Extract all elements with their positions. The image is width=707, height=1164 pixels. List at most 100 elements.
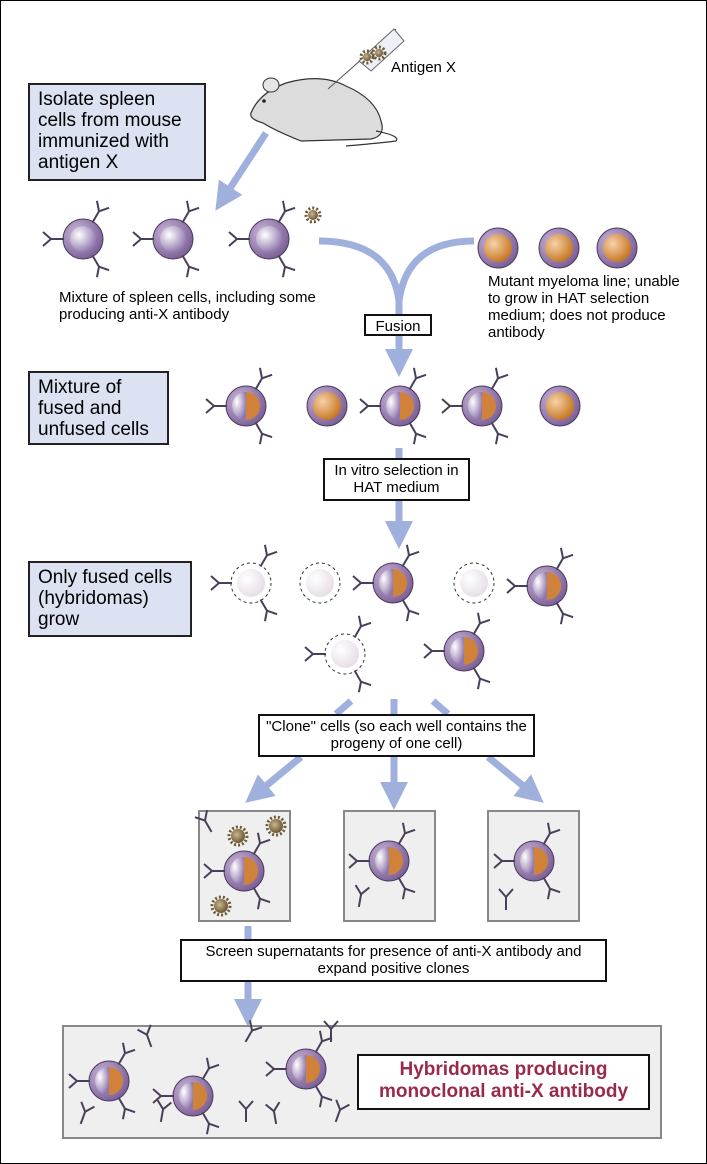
antibody [201,1111,220,1135]
antibody-stem [145,1034,153,1048]
antibody [353,669,372,693]
dead-cell-nucleus [331,640,359,668]
antibody-stem [201,1067,210,1081]
antibody [117,1042,136,1066]
antibody-arm [259,838,271,845]
fused-cell [493,822,561,900]
antibody-arm [258,367,263,379]
arrow-clone-right [485,754,544,803]
nucleus-myeloma-half [547,572,561,600]
dead-cell [210,544,278,622]
antibody [68,1073,90,1089]
antibody [408,421,427,445]
antibody-arm [263,544,268,556]
antibody-stem [259,598,268,612]
antibody-arm [318,1030,323,1042]
antibody-arm [348,853,358,862]
antibody [353,615,372,639]
antibody-arm [152,1095,162,1104]
antibody-arm [415,432,427,439]
fused-cell [348,822,416,900]
antibody-stem [159,1109,165,1123]
antibody-arm [498,888,507,898]
antigen-x-core [363,53,371,61]
nucleus-myeloma-half [193,1082,207,1110]
antibody-arm [549,887,561,894]
antigen-label: Antigen X [391,59,457,76]
antibody-stem [542,876,551,890]
antibody-arm [188,206,200,213]
antibody [277,200,296,224]
nucleus-spleen-half [375,847,389,875]
antibody [490,421,509,445]
antibody-stem [252,842,261,856]
arrow-stub [430,698,451,717]
antibody-arm [185,200,190,212]
antibody-arm [441,405,451,414]
antibody-arm [210,575,220,584]
dead-cell [453,562,495,604]
antibody-arm [42,231,52,240]
antibody [205,398,227,414]
cell-nucleus [484,234,512,262]
spleen-caption: Mixture of spleen cells, including some … [59,289,316,323]
antibody [201,1057,220,1081]
cell-nucleus [160,226,186,252]
antigen-x [265,815,287,837]
nucleus-spleen-half [292,1055,306,1083]
nucleus-myeloma-half [482,392,496,420]
myeloma-cell [477,227,519,269]
antigen-x-core [375,49,383,57]
antibody-arm [281,266,286,278]
antibody [323,1020,339,1042]
antibody-arm [348,860,358,869]
antibody-arm [185,266,190,278]
antibody-arm [284,206,296,213]
antibody [152,1088,174,1104]
nucleus-spleen-half [379,569,393,597]
antigen-x-core [269,819,283,833]
antibody-stem [244,1030,253,1043]
antibody [203,863,225,879]
antibody-arm [494,433,499,445]
antibody-arm [152,1088,162,1097]
antibody [91,254,110,278]
antibody-stem [204,820,213,833]
antibody-stem [79,1111,87,1125]
antibody-arm [204,809,209,821]
antibody [132,231,154,247]
antibody-arm [493,853,503,862]
antibody [401,544,420,568]
nucleus-myeloma-half [246,392,260,420]
antibody-arm [266,609,278,616]
antibody-arm [205,398,215,407]
dead-cell [299,562,341,604]
antibody-stem [272,1111,278,1125]
antibody [210,575,232,591]
antibody [91,200,110,224]
antibody-arm [562,553,574,560]
antibody-arm [205,1057,210,1069]
antibody [252,832,271,856]
antibody-arm [238,1100,247,1110]
myeloma-caption: Mutant myeloma line; unable to grow in H… [488,273,680,341]
antibody-stem [314,1040,323,1054]
antibody-arm [412,433,417,445]
antibody [117,1096,136,1120]
antibody-arm [506,578,516,587]
antibody-arm [304,646,314,655]
antibody-arm [95,200,100,212]
antibody-arm [354,884,362,895]
antibody [352,575,374,591]
antibody [334,1099,350,1123]
antibody-arm [404,887,416,894]
antibody-arm [323,1020,332,1030]
antibody-stem [401,554,410,568]
fused-cell [506,547,574,625]
screen-label: Screen supernatants for presence of anti… [180,939,607,982]
spleen-cell [228,200,296,278]
antibody [304,646,326,662]
antibody-arm [228,238,238,247]
antibody [181,254,200,278]
antibody-arm [494,367,499,379]
